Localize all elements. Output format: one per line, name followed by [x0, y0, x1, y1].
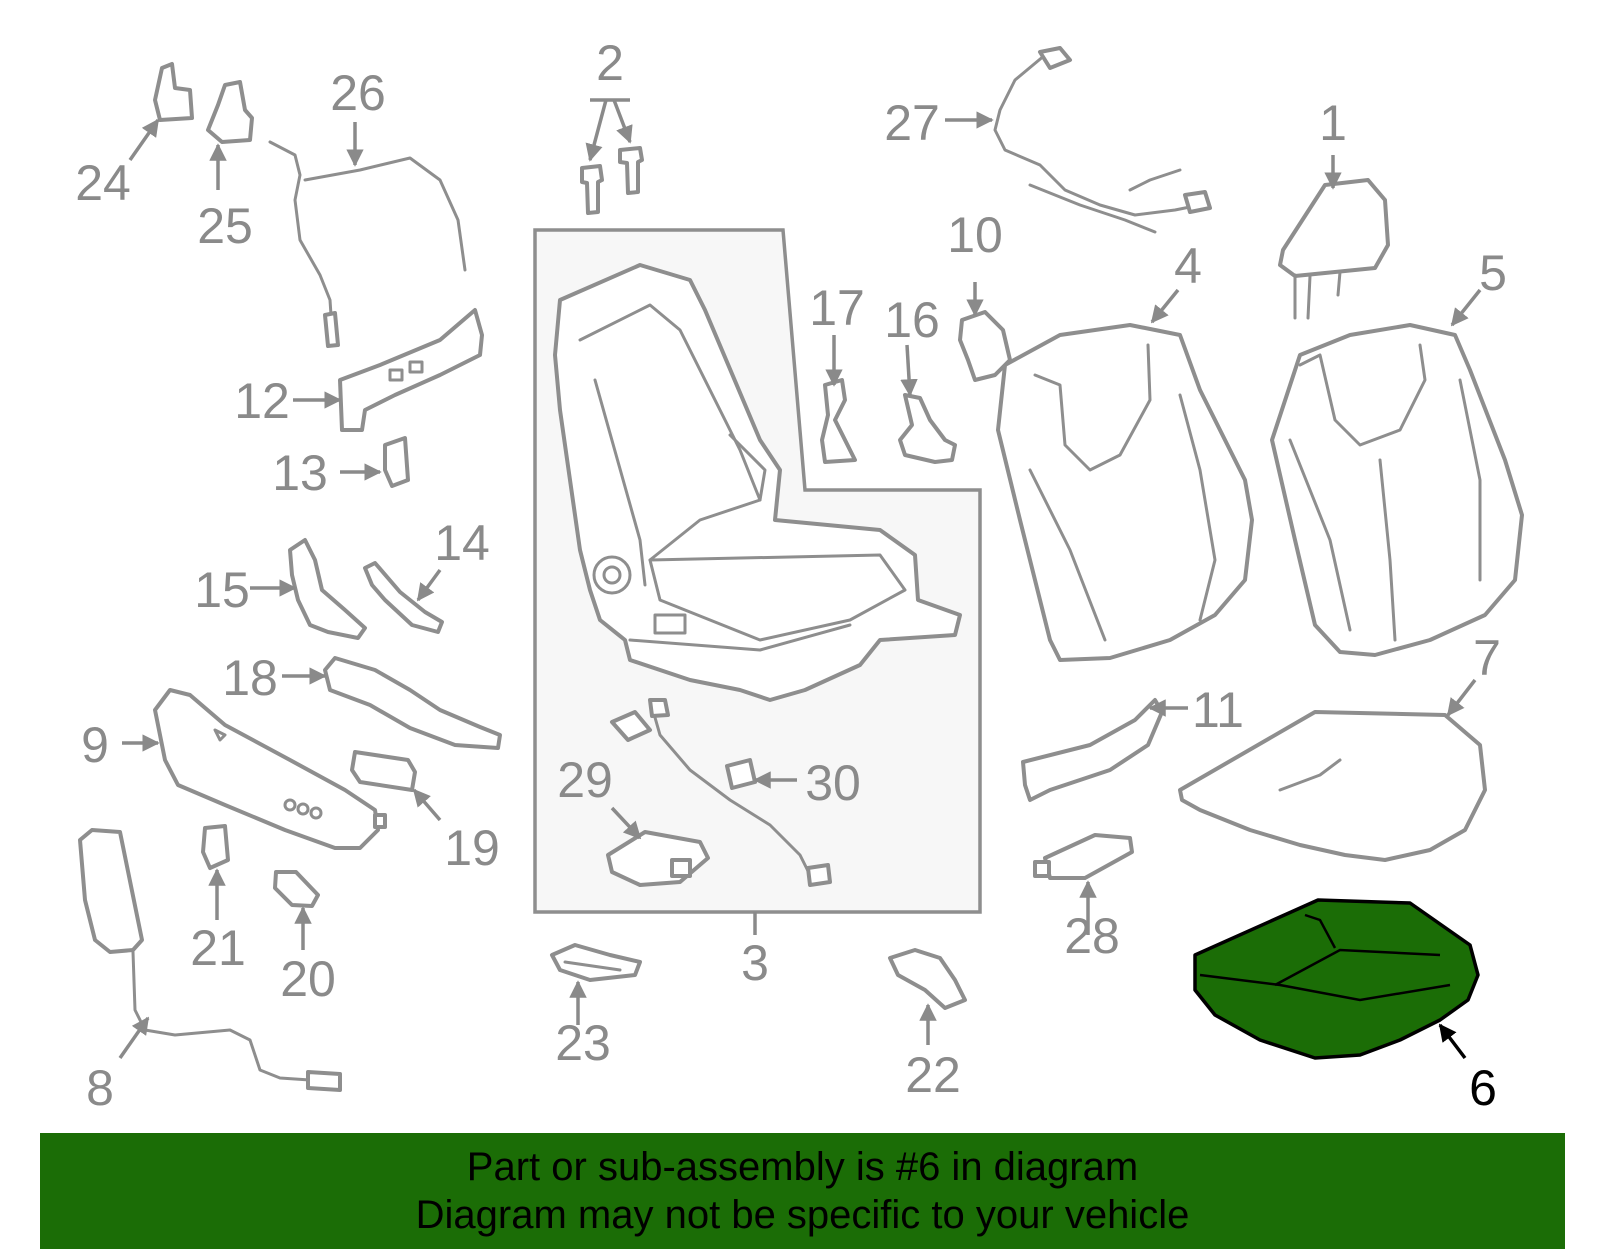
callout-4: 4: [1174, 238, 1202, 294]
knob-part-20: [273, 870, 320, 908]
callout-10: 10: [947, 207, 1003, 263]
bracket-part-16: [898, 393, 957, 464]
callout-5: 5: [1479, 245, 1507, 301]
callout-17: 17: [809, 280, 865, 336]
side-shield-part-9: [153, 688, 387, 850]
bracket-part-15: [288, 538, 367, 640]
headrest-guides-part-2: [580, 146, 644, 215]
leader-arrows: [118, 98, 1482, 1060]
callout-30: 30: [805, 755, 861, 811]
callout-25: 25: [197, 198, 253, 254]
callout-24: 24: [75, 155, 131, 211]
headrest-part-1: [1278, 178, 1390, 320]
callout-21: 21: [190, 920, 246, 976]
switch-part-28: [1033, 833, 1134, 880]
callout-16: 16: [884, 292, 940, 348]
seat-frame-part-3: [553, 263, 962, 702]
trim-part-18: [323, 656, 502, 750]
callout-1: 1: [1319, 95, 1347, 151]
harness-part-27: [993, 46, 1212, 234]
cable-part-26: [268, 140, 467, 348]
bracket-part-13: [383, 436, 410, 488]
bracket-part-24: [153, 62, 194, 122]
callout-27: 27: [884, 95, 940, 151]
callout-26: 26: [330, 65, 386, 121]
bracket-part-25: [206, 80, 254, 144]
callout-23: 23: [555, 1015, 611, 1071]
callout-20: 20: [280, 951, 336, 1007]
banner-line-part-number: Part or sub-assembly is #6 in diagram: [466, 1145, 1139, 1189]
airbag-part-8: [78, 828, 342, 1092]
callout-28: 28: [1064, 908, 1120, 964]
callout-labels: 1 2 3 4 5 6 7 8 9 10 11 12 13 14 15 16 1…: [75, 35, 1507, 1116]
cushion-cover-part-7: [1178, 710, 1487, 862]
callout-2: 2: [596, 35, 624, 91]
trim-strip-part-11: [1021, 698, 1164, 802]
callout-12: 12: [234, 373, 290, 429]
callout-22: 22: [905, 1047, 961, 1103]
callout-8: 8: [86, 1060, 114, 1116]
callout-15: 15: [194, 562, 250, 618]
callout-7: 7: [1473, 630, 1501, 686]
cover-part-22: [888, 948, 967, 1010]
bracket-part-14: [363, 561, 444, 634]
rail-part-12: [338, 308, 484, 432]
banner-line-disclaimer: Diagram may not be specific to your vehi…: [415, 1193, 1190, 1237]
trim-part-10: [958, 310, 1012, 382]
seatback-cover-part-5: [1270, 323, 1524, 657]
callout-9: 9: [81, 717, 109, 773]
callout-29: 29: [557, 752, 613, 808]
callout-14: 14: [434, 515, 490, 571]
callout-19: 19: [444, 820, 500, 876]
cushion-pad-part-6: [1193, 898, 1480, 1060]
callout-11: 11: [1192, 682, 1244, 738]
knob-part-21: [201, 824, 230, 870]
info-banner: Part or sub-assembly is #6 in diagram Di…: [40, 1133, 1565, 1249]
callout-3: 3: [741, 935, 769, 991]
bracket-part-17: [820, 378, 857, 464]
switch-part-19: [350, 750, 417, 792]
callout-18: 18: [222, 650, 278, 706]
cover-part-23: [550, 943, 642, 982]
control-module-part-29: [606, 830, 710, 887]
seatback-pad-part-4: [996, 323, 1254, 662]
callout-6: 6: [1469, 1060, 1497, 1116]
callout-13: 13: [272, 445, 328, 501]
